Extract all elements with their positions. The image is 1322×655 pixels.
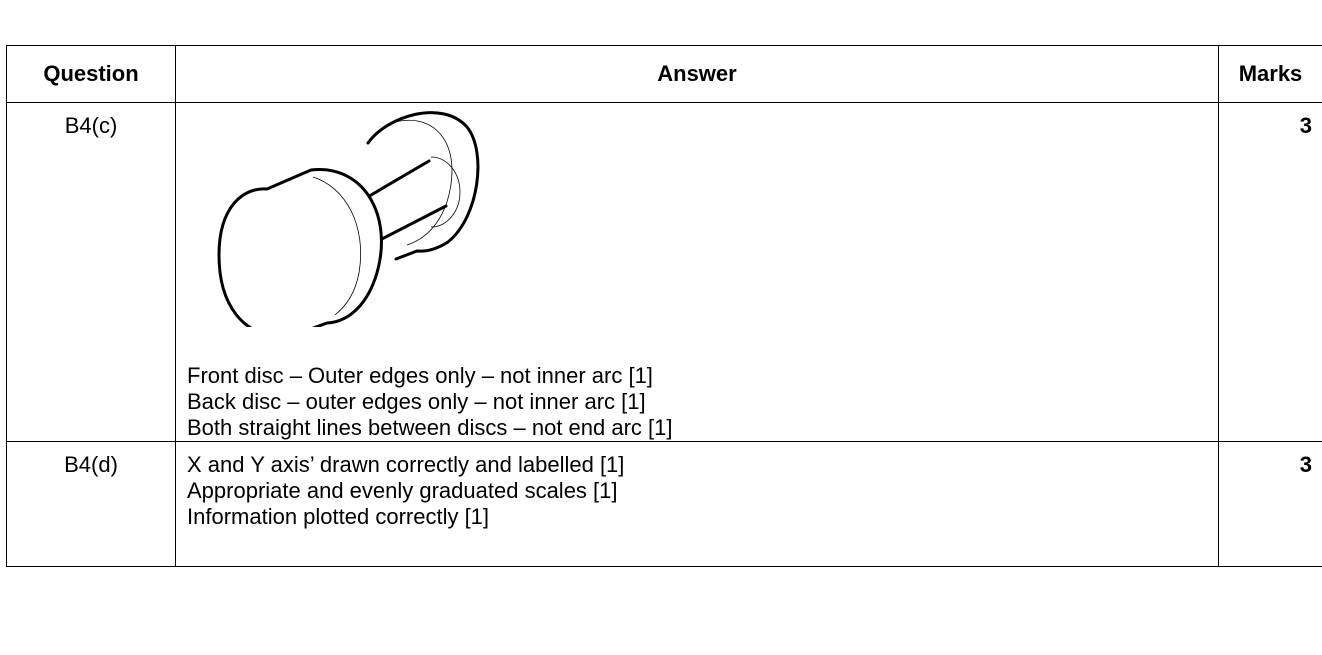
criterion-item: Information plotted correctly [1]: [187, 504, 490, 529]
question-number: B4(c): [6, 102, 176, 442]
header-marks: Marks: [1218, 45, 1322, 103]
question-number: B4(d): [6, 441, 176, 567]
criterion-item: Both straight lines between discs – not …: [187, 415, 673, 440]
front-disc-outer-edge: [217, 168, 383, 327]
criterion-item: Back disc – outer edges only – not inner…: [187, 389, 646, 414]
back-disc-outer-edge: [366, 111, 480, 261]
back-disc-rim-arc: [385, 119, 453, 246]
connector-bottom-line: [374, 204, 448, 244]
marks-value: 3: [1218, 441, 1322, 567]
marks-value: 3: [1218, 102, 1322, 442]
dumbbell-isometric-drawing: [217, 111, 480, 327]
header-row: Question Answer Marks: [6, 45, 1322, 103]
front-disc-inner-arc-visible: [312, 176, 361, 316]
criteria-list: Front disc – Outer edges only – not inne…: [187, 363, 1218, 441]
answer-cell: X and Y axis’ drawn correctly and labell…: [175, 441, 1219, 567]
header-answer: Answer: [175, 45, 1219, 103]
criterion-item: Appropriate and evenly graduated scales …: [187, 478, 618, 503]
criteria-list: X and Y axis’ drawn correctly and labell…: [187, 452, 1218, 530]
answer-cell: Front disc – Outer edges only – not inne…: [175, 102, 1219, 442]
table-row: B4(d) X and Y axis’ drawn correctly and …: [6, 441, 1322, 567]
table-row: B4(c): [6, 102, 1322, 442]
header-question: Question: [6, 45, 176, 103]
mark-scheme-table: Question Answer Marks B4(c): [6, 45, 1322, 567]
criterion-item: Front disc – Outer edges only – not inne…: [187, 363, 653, 388]
criterion-item: X and Y axis’ drawn correctly and labell…: [187, 452, 625, 477]
back-disc-inner-arc: [430, 156, 461, 228]
